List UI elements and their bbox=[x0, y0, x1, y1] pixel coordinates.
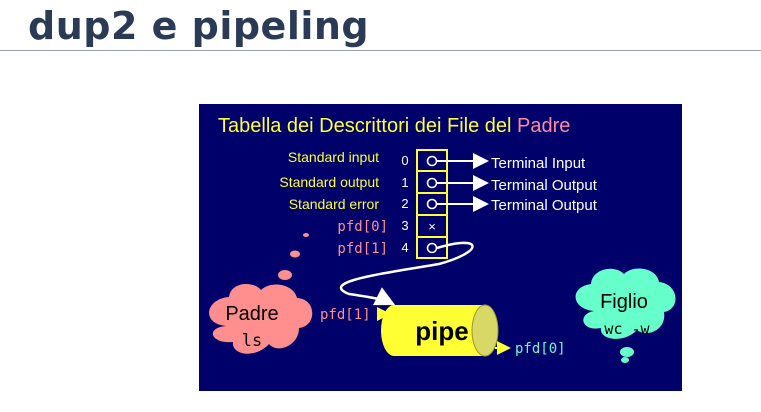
descriptor-slot-icon bbox=[426, 177, 438, 189]
thought-bubble-icon bbox=[620, 347, 634, 357]
pipe-read-end-label: pfd[0] bbox=[515, 341, 566, 357]
row-label: Standard output bbox=[279, 174, 379, 190]
heading-prefix: Tabella dei Descrittori dei File del bbox=[218, 115, 517, 137]
closed-slot-icon: × bbox=[428, 219, 436, 234]
row-index: 2 bbox=[401, 196, 408, 211]
title-divider bbox=[0, 50, 761, 51]
cloud-shape-icon bbox=[575, 268, 676, 339]
child-name: Figlio bbox=[600, 291, 648, 313]
thought-bubble-icon bbox=[621, 357, 629, 363]
parent-cmd: ls bbox=[242, 331, 262, 351]
parent-cloud: Padre ls bbox=[209, 283, 313, 354]
cloud-shape-icon bbox=[209, 283, 313, 354]
row-label: pfd[1] bbox=[337, 241, 388, 257]
terminal-target: Terminal Output bbox=[491, 197, 598, 214]
heading-highlight: Padre bbox=[517, 115, 570, 137]
terminal-target: Terminal Input bbox=[491, 155, 586, 172]
thought-bubble-icon bbox=[290, 250, 300, 258]
row-index: 1 bbox=[401, 175, 408, 190]
pipe-end-icon bbox=[471, 304, 499, 357]
row-index: 0 bbox=[401, 153, 408, 168]
descriptor-slot-icon bbox=[426, 242, 438, 254]
page-title: dup2 e pipeling bbox=[28, 4, 370, 48]
pipe-diagram: Tabella dei Descrittori dei File del Pad… bbox=[209, 115, 676, 363]
terminal-target: Terminal Output bbox=[491, 177, 598, 194]
diagram-heading: Tabella dei Descrittori dei File del Pad… bbox=[218, 115, 570, 137]
child-cmd: wc -w bbox=[604, 320, 650, 338]
row-index: 4 bbox=[401, 240, 408, 255]
pipe-body-icon bbox=[394, 305, 485, 356]
child-cloud: Figlio wc -w bbox=[575, 268, 676, 363]
row-label: pfd[0] bbox=[337, 219, 388, 235]
descriptor-slot-icon bbox=[426, 155, 438, 167]
pipe-label: pipe bbox=[415, 316, 468, 346]
thought-bubble-icon bbox=[303, 233, 309, 237]
pipe-end-icon bbox=[381, 305, 407, 356]
row-label: Standard input bbox=[288, 149, 379, 165]
parent-name: Padre bbox=[225, 303, 278, 325]
pipe-cylinder: pipe bbox=[381, 304, 499, 357]
descriptor-slot-icon bbox=[426, 198, 438, 210]
pipe-write-end-label: pfd[1] bbox=[320, 307, 371, 323]
row-index: 3 bbox=[401, 218, 408, 233]
thought-bubble-icon bbox=[278, 270, 292, 280]
row-label: Standard error bbox=[289, 196, 380, 212]
connector-arrow-icon bbox=[339, 241, 474, 306]
